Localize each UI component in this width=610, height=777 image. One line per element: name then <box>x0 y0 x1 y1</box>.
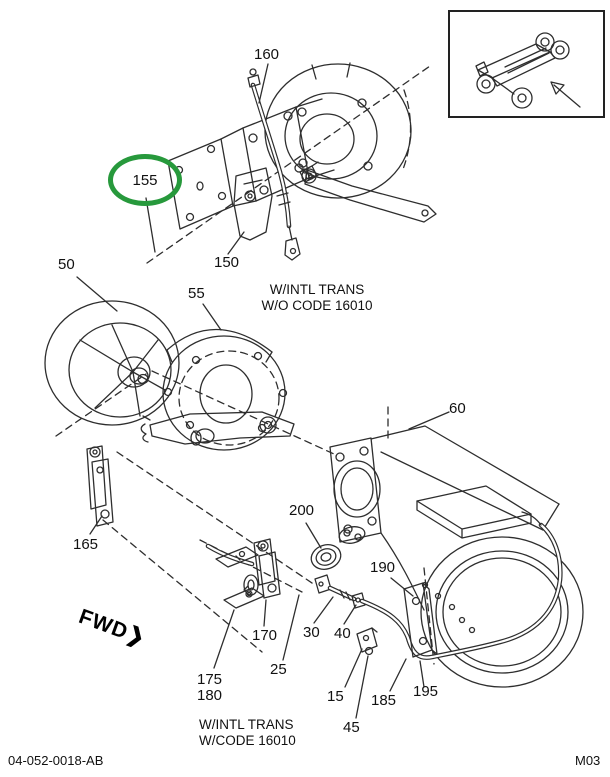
callout-150: 150 <box>214 254 240 271</box>
variant-note-bottom: W/INTL TRANS W/CODE 16010 <box>199 717 296 749</box>
variant-note-top: W/INTL TRANS W/O CODE 16010 <box>256 282 378 314</box>
callout-185: 185 <box>371 692 397 709</box>
arrow-icon <box>550 81 581 108</box>
brake-55-art <box>140 328 295 451</box>
variant-note-bottom-line2: W/CODE 16010 <box>199 733 296 748</box>
page-code: M03 <box>575 753 601 768</box>
highlight-ellipse: 155 <box>108 154 182 206</box>
transmission-60-art <box>329 425 584 688</box>
callout-25: 25 <box>270 661 287 678</box>
cable-160-art <box>247 68 319 261</box>
callout-15: 15 <box>327 688 344 705</box>
callout-155: 155 <box>132 171 158 189</box>
leader-lines <box>76 63 450 719</box>
callout-60: 60 <box>449 400 466 417</box>
callout-190: 190 <box>370 559 396 576</box>
callout-160: 160 <box>254 46 280 63</box>
gasket-155-art <box>167 98 335 230</box>
grommet-200-art <box>310 544 342 570</box>
rear-brake-assembly-art <box>264 62 437 223</box>
callout-165: 165 <box>73 536 99 553</box>
callout-175: 175 <box>197 671 223 688</box>
vehicle-locator-inset <box>448 10 605 118</box>
callout-40: 40 <box>334 625 351 642</box>
callout-45: 45 <box>343 719 360 736</box>
bracket-150-art <box>233 167 273 241</box>
parking-brake-cable-art <box>314 511 563 660</box>
callout-50: 50 <box>58 256 75 273</box>
link-165-art <box>86 445 114 527</box>
callout-180: 180 <box>197 687 223 704</box>
callout-30: 30 <box>303 624 320 641</box>
variant-note-top-line2: W/O CODE 16010 <box>261 298 373 313</box>
callout-55: 55 <box>188 285 205 302</box>
truck-chassis-icon <box>475 32 581 109</box>
document-number: 04-052-0018-AB <box>8 753 104 768</box>
callout-170: 170 <box>252 627 278 644</box>
clevis-170-art <box>205 538 281 609</box>
callout-200: 200 <box>289 502 315 519</box>
drum-50-art <box>44 300 180 426</box>
variant-note-bottom-line1: W/INTL TRANS <box>199 717 294 732</box>
callout-195: 195 <box>413 683 439 700</box>
variant-note-top-line1: W/INTL TRANS <box>269 282 365 297</box>
